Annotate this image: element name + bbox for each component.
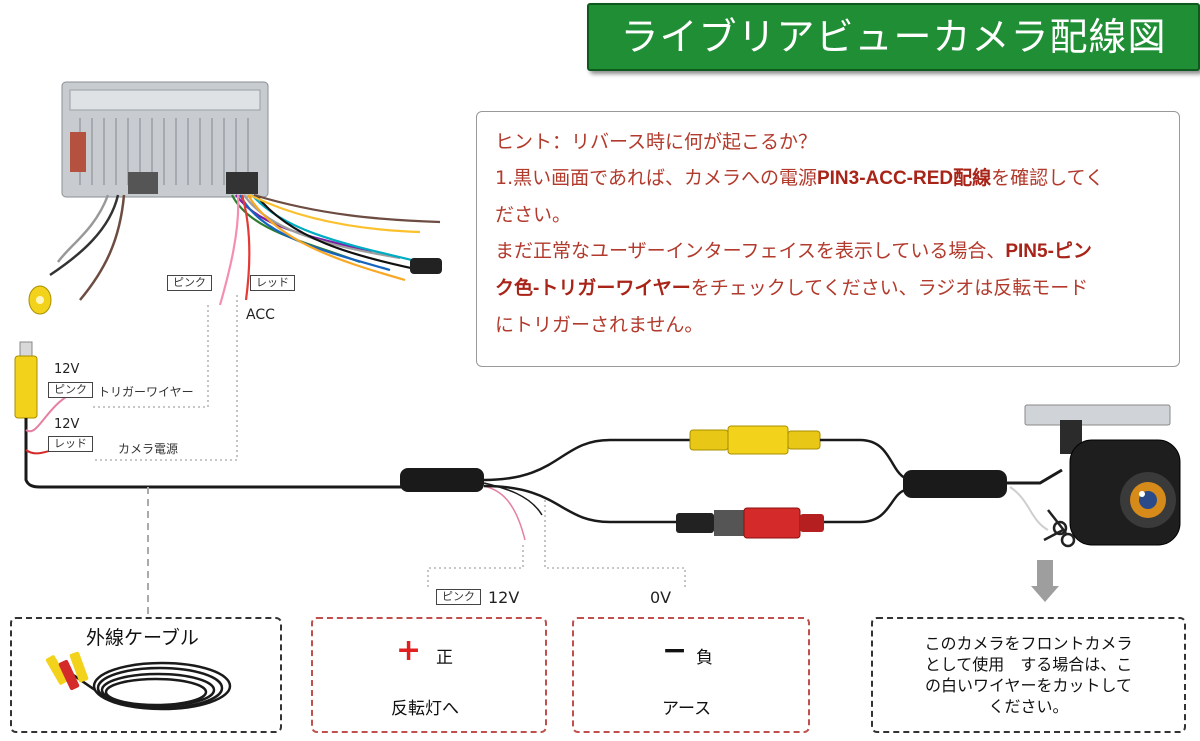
hint-line-6: にトリガーされません。 <box>495 314 704 336</box>
plus-icon: + <box>396 633 422 668</box>
cable-junction <box>400 468 484 492</box>
negative-label: 負 <box>696 648 713 668</box>
camera-connector <box>903 470 1007 498</box>
negative-box: − 負 アース <box>572 617 810 733</box>
external-cable-title: 外線ケーブル <box>86 627 199 649</box>
ground-0v-label: 0V <box>650 588 672 607</box>
external-cable-box: 外線ケーブル <box>10 617 282 733</box>
hint-line-2: 1.黒い画面であれば、カメラへの電源PIN3-ACC-RED配線を確認してく <box>495 167 1105 189</box>
acc-label: ACC <box>246 307 275 323</box>
down-arrow-icon <box>1031 560 1059 602</box>
camera-power-label: カメラ電源 <box>118 442 179 456</box>
extension-rca-yellow <box>14 341 38 419</box>
hint-line-3: ださい。 <box>495 204 572 226</box>
rca-yellow-connector <box>689 425 821 455</box>
minus-icon: − <box>662 633 688 668</box>
pink-tag-trigger: ピンク <box>48 382 93 398</box>
hint-line-5: ク色-トリガーワイヤーをチェックしてください、ラジオは反転モード <box>495 277 1089 299</box>
scissors-icon <box>1043 509 1076 548</box>
front-camera-note-box: このカメラをフロントカメラ として使用 する場合は、こ の白いワイヤーをカットし… <box>871 617 1186 733</box>
guide-lines <box>90 295 686 588</box>
reverse-12v-label: 12V <box>488 588 520 607</box>
hint-box: ヒント：リバース時に何が起こるか？ 1.黒い画面であれば、カメラへの電源PIN3… <box>476 111 1180 367</box>
power-12v-label: 12V <box>54 417 80 432</box>
hint-line-1: ヒント：リバース時に何が起こるか？ <box>495 131 818 153</box>
positive-label: 正 <box>436 648 453 668</box>
pink-tag-harness: ピンク <box>167 275 212 291</box>
head-unit <box>61 81 269 198</box>
trigger-12v-label: 12V <box>54 362 80 377</box>
cable-coil-illustration <box>61 661 232 711</box>
harness-wires <box>218 193 441 306</box>
positive-box: + 正 反転灯へ <box>311 617 547 733</box>
trigger-wire-label: トリガーワイヤー <box>98 385 194 399</box>
front-camera-note: このカメラをフロントカメラ として使用 する場合は、こ の白いワイヤーをカットし… <box>924 634 1133 716</box>
diagram-title: ライブリアビューカメラ配線図 <box>587 3 1200 71</box>
harness-plug <box>410 258 442 274</box>
hint-line-4: まだ正常なユーザーインターフェイスを表示している場合、PIN5-ピン <box>495 240 1092 262</box>
extension-cable <box>24 418 405 489</box>
pink-tag-reverse: ピンク <box>436 589 481 605</box>
red-tag-harness: レッド <box>250 275 295 291</box>
negative-caption: アース <box>662 699 712 719</box>
head-unit-cables <box>49 194 126 301</box>
positive-caption: 反転灯へ <box>391 699 459 719</box>
red-tag-power: レッド <box>48 436 93 452</box>
rca-red-connector <box>676 507 824 539</box>
rear-camera <box>1024 404 1181 546</box>
